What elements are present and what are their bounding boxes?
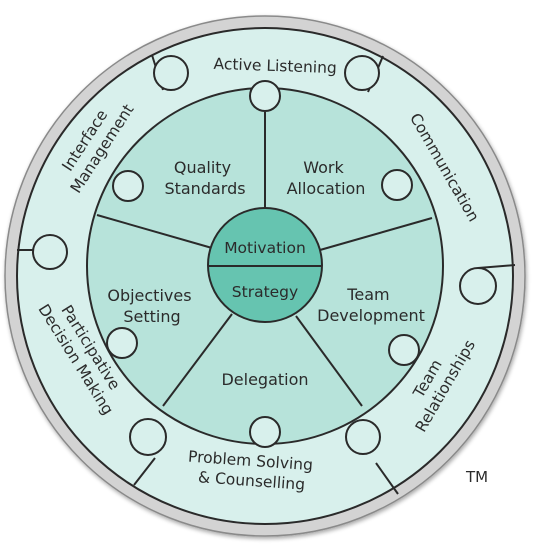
inner-segment-quality-standards: Quality Standards: [164, 158, 245, 198]
outer-label-problem-solving: Problem Solving & Counselling: [186, 448, 318, 495]
spokes: [96, 112, 433, 407]
outer-label-active-listening: Active Listening: [213, 55, 337, 77]
segment-line: Allocation: [287, 179, 366, 198]
segment-line: Team: [346, 285, 389, 304]
trademark-label: TM: [465, 468, 488, 486]
segment-line: Objectives: [107, 286, 191, 305]
inner-segment-delegation: Delegation: [221, 370, 308, 389]
segment-line: Work: [303, 158, 344, 177]
segment-line: Standards: [164, 179, 245, 198]
inner-knobs: [106, 80, 420, 448]
svg-text:Problem Solving & Counse: Problem Solving & Counselling: [186, 448, 318, 495]
svg-text:Delegation: Delegation: [221, 370, 308, 389]
inner-segment-work-allocation: Work Allocation: [287, 158, 366, 198]
hub-label-top: Motivation: [224, 239, 306, 257]
hub-label-bottom: Strategy: [232, 283, 298, 301]
segment-line: Development: [317, 306, 425, 325]
hub: Motivation Strategy: [207, 207, 323, 323]
svg-text:Work Allocation: Work Allocation: [287, 158, 366, 198]
svg-text:Quality Standards: Quality Standards: [164, 158, 245, 198]
inner-segment-objectives-setting: Objectives Setting: [107, 286, 196, 326]
puzzle-separators: [17, 54, 516, 495]
segment-line: Delegation: [221, 370, 308, 389]
svg-text:Objectives Setting: Objectives Setting: [107, 286, 196, 326]
segment-line: Setting: [123, 307, 180, 326]
segment-line: Quality: [174, 158, 231, 177]
svg-text:Team Development: Team Development: [317, 285, 425, 325]
inner-segment-team-development: Team Development: [317, 285, 425, 325]
